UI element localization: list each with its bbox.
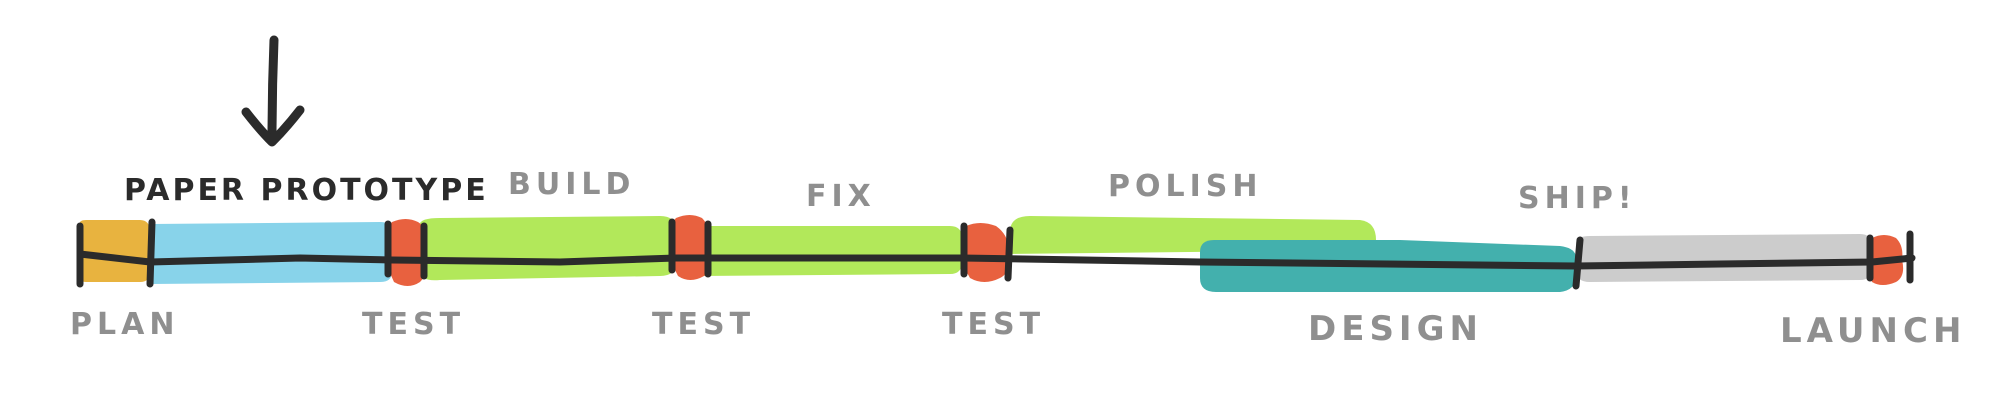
test-blob-2 xyxy=(670,215,712,280)
label-launch: LAUNCH xyxy=(1780,311,1966,351)
timeline-line xyxy=(76,250,1916,270)
label-plan: PLAN xyxy=(70,307,179,342)
ship-band xyxy=(1576,234,1872,282)
label-design: DESIGN xyxy=(1308,309,1483,349)
test-blob-3 xyxy=(961,223,1009,282)
tick-plan-end xyxy=(146,218,156,288)
tick-test-3b xyxy=(1004,226,1014,282)
plan-band xyxy=(79,220,150,282)
down-arrow-icon xyxy=(241,35,305,147)
tick-ship xyxy=(1572,236,1584,290)
label-build: BUILD xyxy=(508,167,635,202)
fix-band xyxy=(700,226,962,276)
label-fix: FIX xyxy=(806,179,876,214)
label-ship: SHIP! xyxy=(1518,181,1637,216)
label-test-2: TEST xyxy=(652,307,755,342)
build-band xyxy=(419,216,676,281)
label-test-1: TEST xyxy=(362,307,465,342)
test-blob-1 xyxy=(386,219,428,286)
prototype-band xyxy=(150,222,392,284)
label-polish: POLISH xyxy=(1108,169,1262,204)
label-test-3: TEST xyxy=(942,307,1045,342)
label-paper-prototype: PAPER PROTOTYPE xyxy=(124,173,489,208)
timeline-ticks xyxy=(76,218,1914,290)
